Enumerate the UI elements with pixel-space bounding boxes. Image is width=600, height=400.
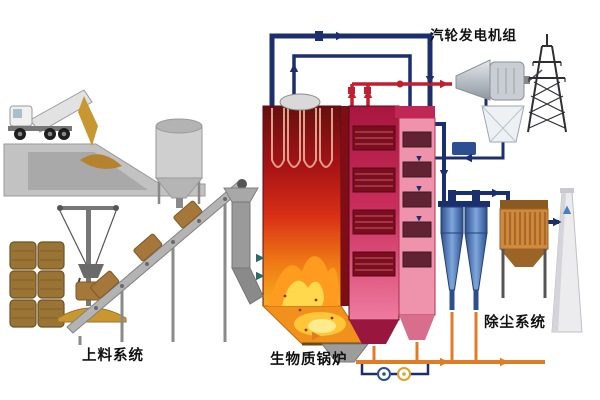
pouring-material [78, 96, 98, 146]
pit-ramp [28, 152, 148, 190]
power-island [452, 34, 567, 155]
generator-shaft [524, 76, 530, 84]
truck-chassis [8, 126, 72, 131]
economizer-hopper [399, 315, 435, 340]
bag-filter [499, 200, 549, 298]
steam-valve [315, 31, 323, 41]
red-valve-3 [396, 80, 404, 88]
label-feeding-system: 上料系统 [82, 346, 144, 364]
label-dust-removal: 除尘系统 [484, 313, 546, 331]
head-pulley [237, 179, 247, 189]
condensate-pumps [377, 367, 411, 381]
bale-stack [9, 241, 65, 328]
dust-removal-system [356, 188, 583, 381]
dump-truck [8, 89, 98, 146]
chimney [551, 188, 583, 333]
steam-turbine [455, 59, 491, 101]
inclined-conveyor [66, 179, 247, 345]
ash-piping [356, 312, 545, 364]
generator [489, 61, 525, 101]
conveyor-belt [66, 180, 246, 334]
furnace-flame [268, 256, 346, 336]
truck-window [13, 109, 22, 118]
tube-banks-superheater [352, 125, 396, 277]
transmission-tower [527, 34, 567, 133]
conveyor-bale [90, 200, 203, 299]
grab-crane [57, 205, 127, 323]
unloaded-material [80, 154, 122, 169]
label-biomass-boiler: 生物质锅炉 [270, 350, 348, 368]
tube-banks-economizer [402, 131, 432, 268]
condenser [481, 105, 525, 143]
pass-top-elbow [395, 106, 435, 118]
storage-silo [154, 118, 204, 208]
label-turbine-generator: 汽轮发电机组 [430, 27, 517, 43]
cyclone-separator-2 [464, 190, 488, 310]
steam-drum [279, 93, 321, 111]
grab-claw [78, 264, 104, 278]
superheater-loops [271, 108, 333, 168]
cyclone-separator-1 [440, 190, 464, 310]
conveyor-rollers [94, 197, 227, 310]
pass-divider-wall [341, 106, 349, 306]
red-valve-1 [348, 87, 355, 94]
superheater-hopper [349, 320, 399, 344]
feed-chute [223, 187, 264, 305]
red-valve-2 [364, 87, 371, 94]
boiler-ash-hopper [320, 343, 370, 363]
feedwater-tank [452, 142, 476, 155]
feeding-system [3, 89, 264, 345]
biomass-boiler [261, 93, 436, 363]
